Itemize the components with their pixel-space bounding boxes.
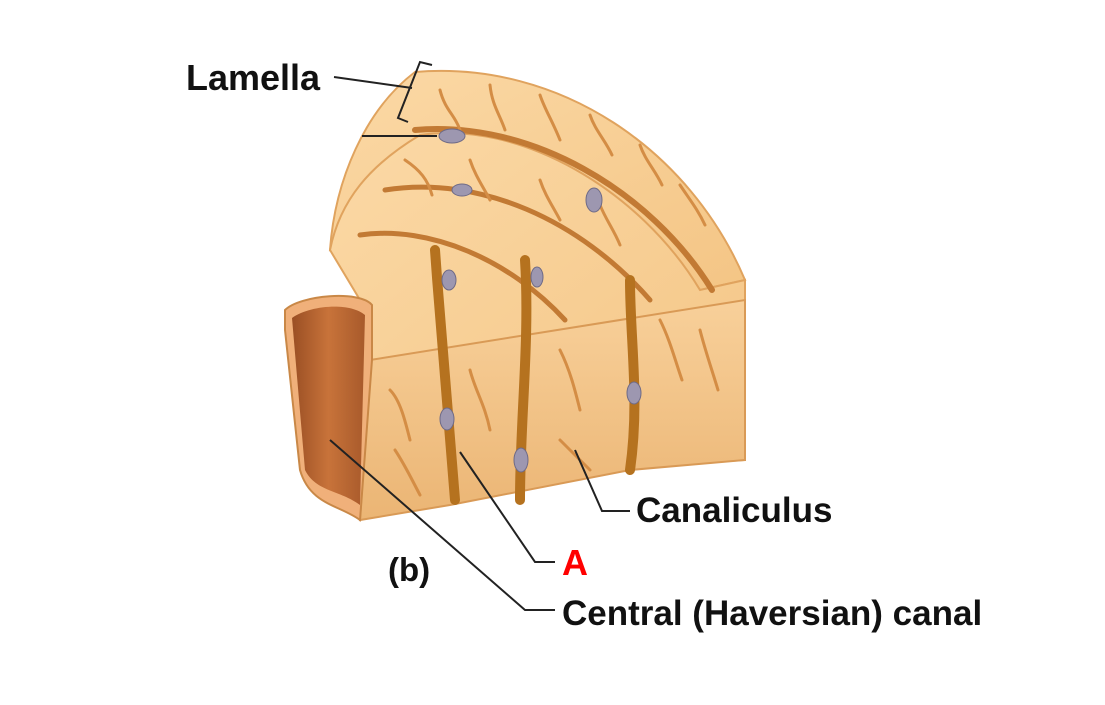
a-leader-line [459,451,555,563]
osteocyte [451,183,473,197]
lamella-leader-line [333,76,413,89]
central-canal-leader-line [329,439,555,611]
osteocyte [441,269,457,291]
unknown-label-a: A [562,542,588,583]
panel-label: (b) [388,551,431,588]
osteocyte [585,187,603,213]
lamella-label: Lamella [186,57,321,98]
canaliculus-leader-line [574,449,630,512]
lamella-bracket [396,60,433,123]
canaliculi-network [388,83,720,497]
osteocyte [439,407,455,431]
canaliculus-label: Canaliculus [636,491,833,530]
osteocytes [438,128,642,473]
osteocyte [438,128,466,144]
central-canal-label: Central (Haversian) canal [562,594,983,633]
leader-lines [329,60,630,611]
osteocyte [626,381,642,405]
osteocyte [530,266,544,288]
lamella-ring-2 [382,184,653,303]
lacuna-channel-3 [625,275,640,475]
lacuna-channel-1 [430,245,460,505]
lamella-ring-3 [357,230,568,323]
osteocyte [513,447,529,473]
